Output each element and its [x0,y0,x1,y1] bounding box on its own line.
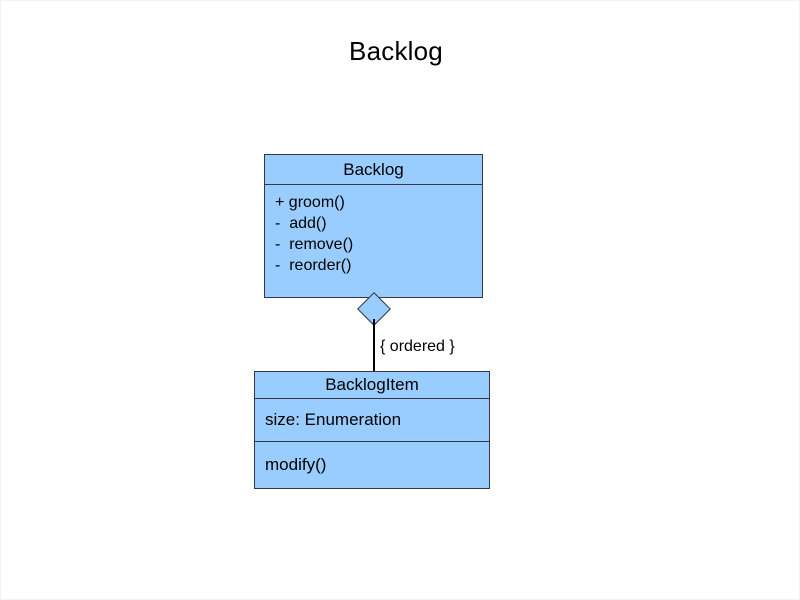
uml-operation: - reorder() [275,257,352,274]
association-connector-line [373,319,375,372]
association-constraint-label: { ordered } [380,338,455,355]
page-title: Backlog [349,36,443,66]
uml-class-backlog[interactable]: Backlog + groom() - add() - remove() - r… [264,154,483,298]
uml-class-backlogitem-attributes: size: Enumeration [255,398,489,441]
uml-class-backlogitem[interactable]: BacklogItem size: Enumeration modify() [254,371,490,489]
uml-operation: - add() [275,215,327,232]
uml-class-backlog-operations: + groom() - add() - remove() - reorder() [265,184,482,297]
uml-class-backlog-name: Backlog [265,155,482,184]
uml-operation: - remove() [275,236,354,253]
uml-class-backlogitem-operations: modify() [255,441,489,488]
uml-operation: modify() [265,455,327,474]
uml-attribute: size: Enumeration [265,410,402,429]
uml-class-backlogitem-name: BacklogItem [255,372,489,398]
uml-operation: + groom() [275,194,345,211]
